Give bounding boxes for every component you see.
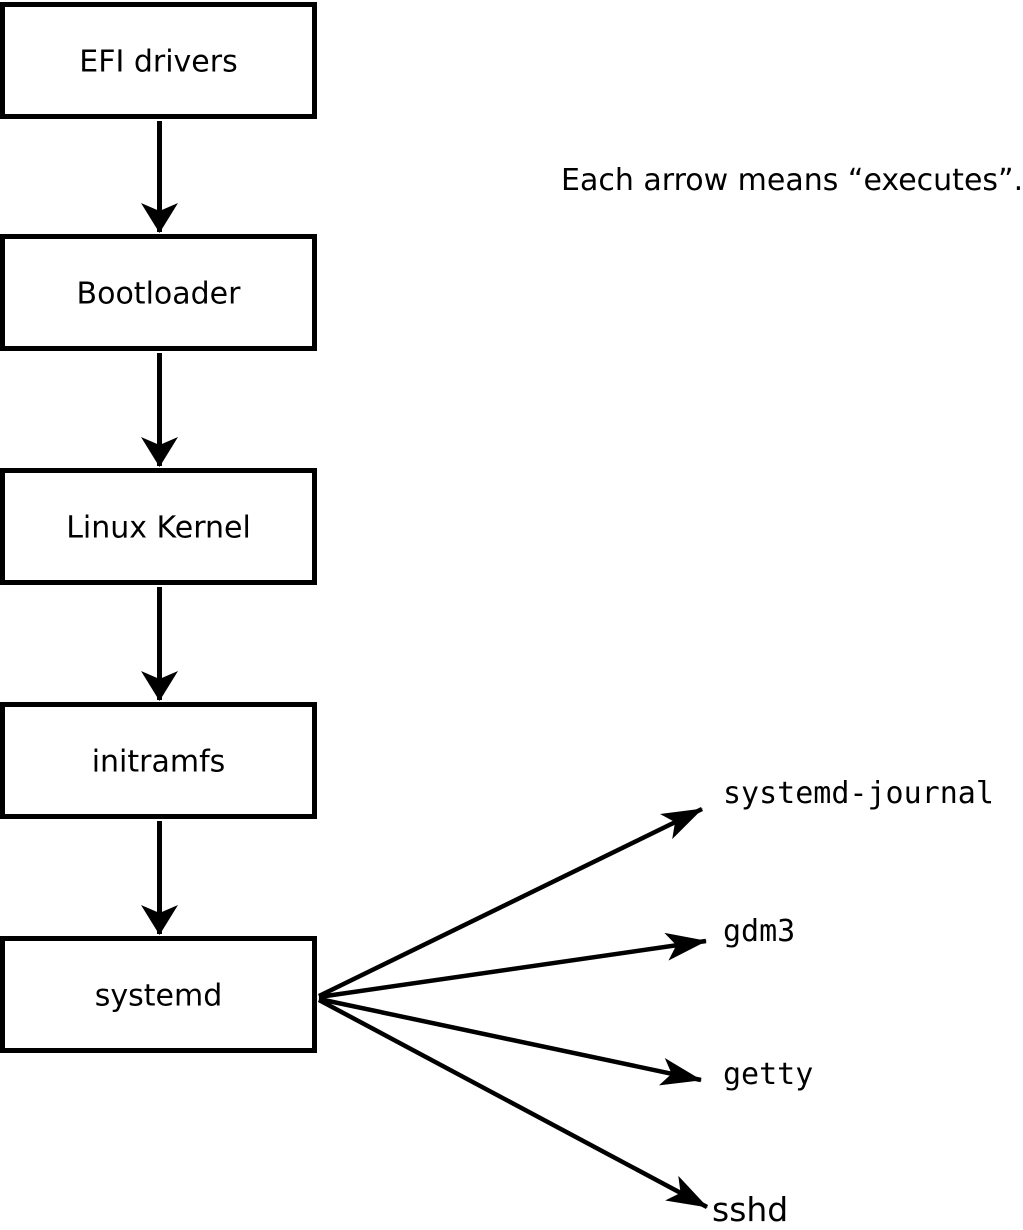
leaf-label-gdm3: gdm3 [723, 914, 795, 949]
node-systemd: systemd [0, 936, 317, 1053]
caption-arrow-meaning: Each arrow means “executes”. [561, 163, 1023, 198]
leaf-label-systemd-journal: systemd-journal [723, 776, 994, 811]
arrow-systemd-to-gdm3 [318, 932, 707, 1000]
node-label-linux-kernel: Linux Kernel [66, 511, 251, 546]
node-efi-drivers: EFI drivers [0, 2, 317, 119]
node-bootloader: Bootloader [0, 234, 317, 351]
node-box-bootloader [0, 234, 317, 351]
arrow-systemd-to-systemd-journal [318, 806, 703, 999]
node-label-efi-drivers: EFI drivers [79, 45, 237, 80]
node-label-initramfs: initramfs [92, 745, 226, 780]
node-label-bootloader: Bootloader [77, 277, 242, 312]
arrow-systemd-to-sshd [317, 998, 709, 1209]
node-box-efi-drivers [0, 2, 317, 119]
node-box-initramfs [0, 702, 317, 819]
node-linux-kernel: Linux Kernel [0, 468, 317, 585]
node-box-linux-kernel [0, 468, 317, 585]
leaf-label-getty: getty [723, 1057, 813, 1092]
arrow-systemd-to-getty [318, 996, 702, 1086]
leaf-label-sshd: sshd [712, 1190, 788, 1229]
node-initramfs: initramfs [0, 702, 317, 819]
node-box-systemd [0, 936, 317, 1053]
node-label-systemd: systemd [95, 979, 223, 1014]
